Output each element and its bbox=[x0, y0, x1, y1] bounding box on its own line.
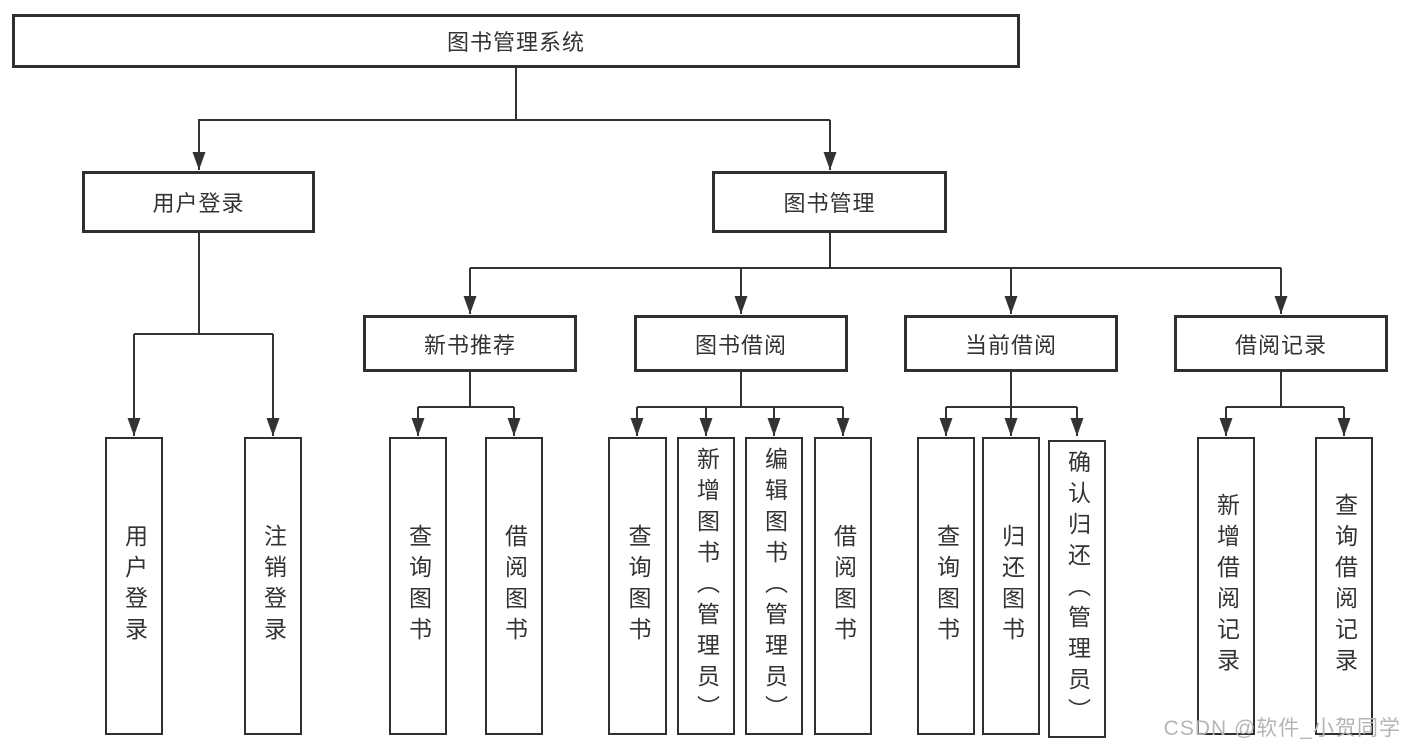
leaf-query-books-borrow-label: 查询图书 bbox=[625, 524, 651, 648]
connector-user-login-to-leaves bbox=[127, 233, 280, 436]
leaf-query-borrow-record-label: 查询借阅记录 bbox=[1331, 493, 1358, 679]
leaf-add-books-admin: 新增图书（管理员） bbox=[677, 437, 735, 735]
connector-root-to-level2 bbox=[192, 68, 837, 170]
connector-book-management-to-level3 bbox=[463, 233, 1288, 314]
leaf-borrow-books-recommend-label: 借阅图书 bbox=[501, 524, 528, 648]
leaf-query-books-borrow: 查询图书 bbox=[608, 437, 667, 735]
leaf-user-login: 用户登录 bbox=[105, 437, 163, 735]
leaf-borrow-books-label: 借阅图书 bbox=[830, 524, 857, 648]
leaf-query-borrow-record: 查询借阅记录 bbox=[1315, 437, 1373, 735]
node-book-management: 图书管理 bbox=[712, 171, 947, 233]
connector-new-book-recommend-to-leaves bbox=[411, 372, 521, 436]
node-library-management-system: 图书管理系统 bbox=[12, 14, 1020, 68]
leaf-query-books-current-label: 查询图书 bbox=[933, 524, 960, 648]
leaf-edit-books-admin-label: 编辑图书（管理员） bbox=[761, 446, 788, 726]
node-new-book-recommend: 新书推荐 bbox=[363, 315, 577, 372]
leaf-confirm-return-admin-label: 确认归还（管理员） bbox=[1064, 449, 1091, 729]
node-book-borrow: 图书借阅 bbox=[634, 315, 848, 372]
leaf-confirm-return-admin: 确认归还（管理员） bbox=[1048, 440, 1106, 738]
leaf-return-books: 归还图书 bbox=[982, 437, 1040, 735]
leaf-borrow-books-recommend: 借阅图书 bbox=[485, 437, 543, 735]
connector-book-borrow-to-leaves bbox=[630, 372, 850, 436]
leaf-borrow-books: 借阅图书 bbox=[814, 437, 872, 735]
connector-current-borrow-to-leaves bbox=[939, 372, 1084, 436]
leaf-query-books-recommend: 查询图书 bbox=[389, 437, 447, 735]
leaf-logout: 注销登录 bbox=[244, 437, 302, 735]
leaf-add-books-admin-label: 新增图书（管理员） bbox=[693, 446, 720, 726]
leaf-add-borrow-record-label: 新增借阅记录 bbox=[1213, 493, 1240, 679]
csdn-watermark: CSDN @软件_小贺同学 bbox=[1163, 717, 1401, 740]
node-borrow-records: 借阅记录 bbox=[1174, 315, 1388, 372]
leaf-return-books-label: 归还图书 bbox=[998, 524, 1025, 648]
connector-borrow-records-to-leaves bbox=[1219, 372, 1351, 436]
leaf-query-books-current: 查询图书 bbox=[917, 437, 975, 735]
leaf-edit-books-admin: 编辑图书（管理员） bbox=[745, 437, 803, 735]
leaf-logout-label: 注销登录 bbox=[260, 524, 287, 648]
leaf-user-login-label: 用户登录 bbox=[121, 524, 148, 648]
node-current-borrow: 当前借阅 bbox=[904, 315, 1118, 372]
leaf-query-books-recommend-label: 查询图书 bbox=[405, 524, 432, 648]
node-user-login: 用户登录 bbox=[82, 171, 315, 233]
leaf-add-borrow-record: 新增借阅记录 bbox=[1197, 437, 1255, 735]
